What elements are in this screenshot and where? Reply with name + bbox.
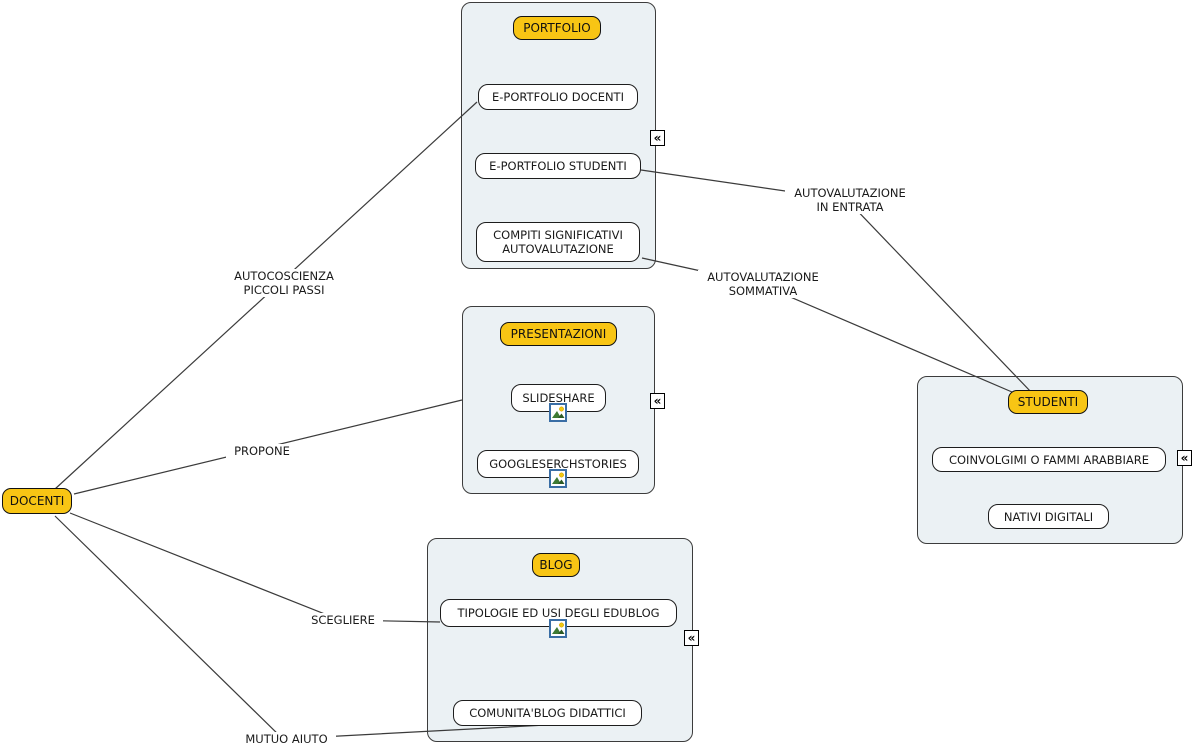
concept-studenti[interactable]: STUDENTI — [1008, 390, 1088, 414]
concept-portfolio[interactable]: PORTFOLIO — [513, 16, 601, 40]
concept-blog[interactable]: BLOG — [532, 553, 580, 577]
link-label-line: PICCOLI PASSI — [243, 283, 325, 297]
line-docenti-scegliere-tipologie — [69, 512, 441, 623]
collapse-chevron-icon[interactable]: « — [650, 393, 665, 409]
image-resource-icon[interactable] — [549, 403, 567, 422]
collapse-chevron-icon[interactable]: « — [684, 630, 699, 646]
concept-docenti[interactable]: DOCENTI — [2, 488, 72, 514]
node-tipologie-edublog[interactable]: TIPOLOGIE ED USI DEGLI EDUBLOG — [440, 599, 677, 627]
collapse-chevron-icon[interactable]: « — [1177, 450, 1192, 466]
image-resource-icon[interactable] — [549, 469, 567, 488]
link-label-mutuo-aiuto[interactable]: MUTUO AIUTO — [237, 732, 336, 746]
link-label-propone[interactable]: PROPONE — [226, 444, 298, 458]
node-nativi-digitali[interactable]: NATIVI DIGITALI — [988, 504, 1109, 529]
link-label-line: IN ENTRATA — [816, 200, 884, 214]
link-label-autovalutazione-sommativa[interactable]: AUTOVALUTAZIONE SOMMATIVA — [698, 270, 828, 298]
link-label-line: AUTOVALUTAZIONE — [794, 186, 906, 200]
link-label-autovalutazione-in-entrata[interactable]: AUTOVALUTAZIONE IN ENTRATA — [785, 186, 915, 214]
link-label-line: AUTOCOSCIENZA — [234, 269, 334, 283]
link-label-autocoscienza[interactable]: AUTOCOSCIENZA PICCOLI PASSI — [220, 269, 348, 297]
link-label-line: SOMMATIVA — [728, 284, 798, 298]
collapse-chevron-icon[interactable]: « — [650, 130, 665, 146]
node-eportfolio-docenti[interactable]: E-PORTFOLIO DOCENTI — [478, 84, 638, 110]
link-label-line: AUTOVALUTAZIONE — [707, 270, 819, 284]
concept-presentazioni[interactable]: PRESENTAZIONI — [500, 322, 617, 346]
node-comunita-blog-didattici[interactable]: COMUNITA'BLOG DIDATTICI — [453, 700, 642, 726]
node-coinvolgimi[interactable]: COINVOLGIMI O FAMMI ARABBIARE — [932, 447, 1166, 472]
node-compiti-significativi[interactable]: COMPITI SIGNIFICATIVI AUTOVALUTAZIONE — [476, 222, 640, 262]
node-eportfolio-studenti[interactable]: E-PORTFOLIO STUDENTI — [475, 153, 641, 179]
link-label-scegliere[interactable]: SCEGLIERE — [303, 613, 383, 627]
image-resource-icon[interactable] — [549, 619, 567, 638]
